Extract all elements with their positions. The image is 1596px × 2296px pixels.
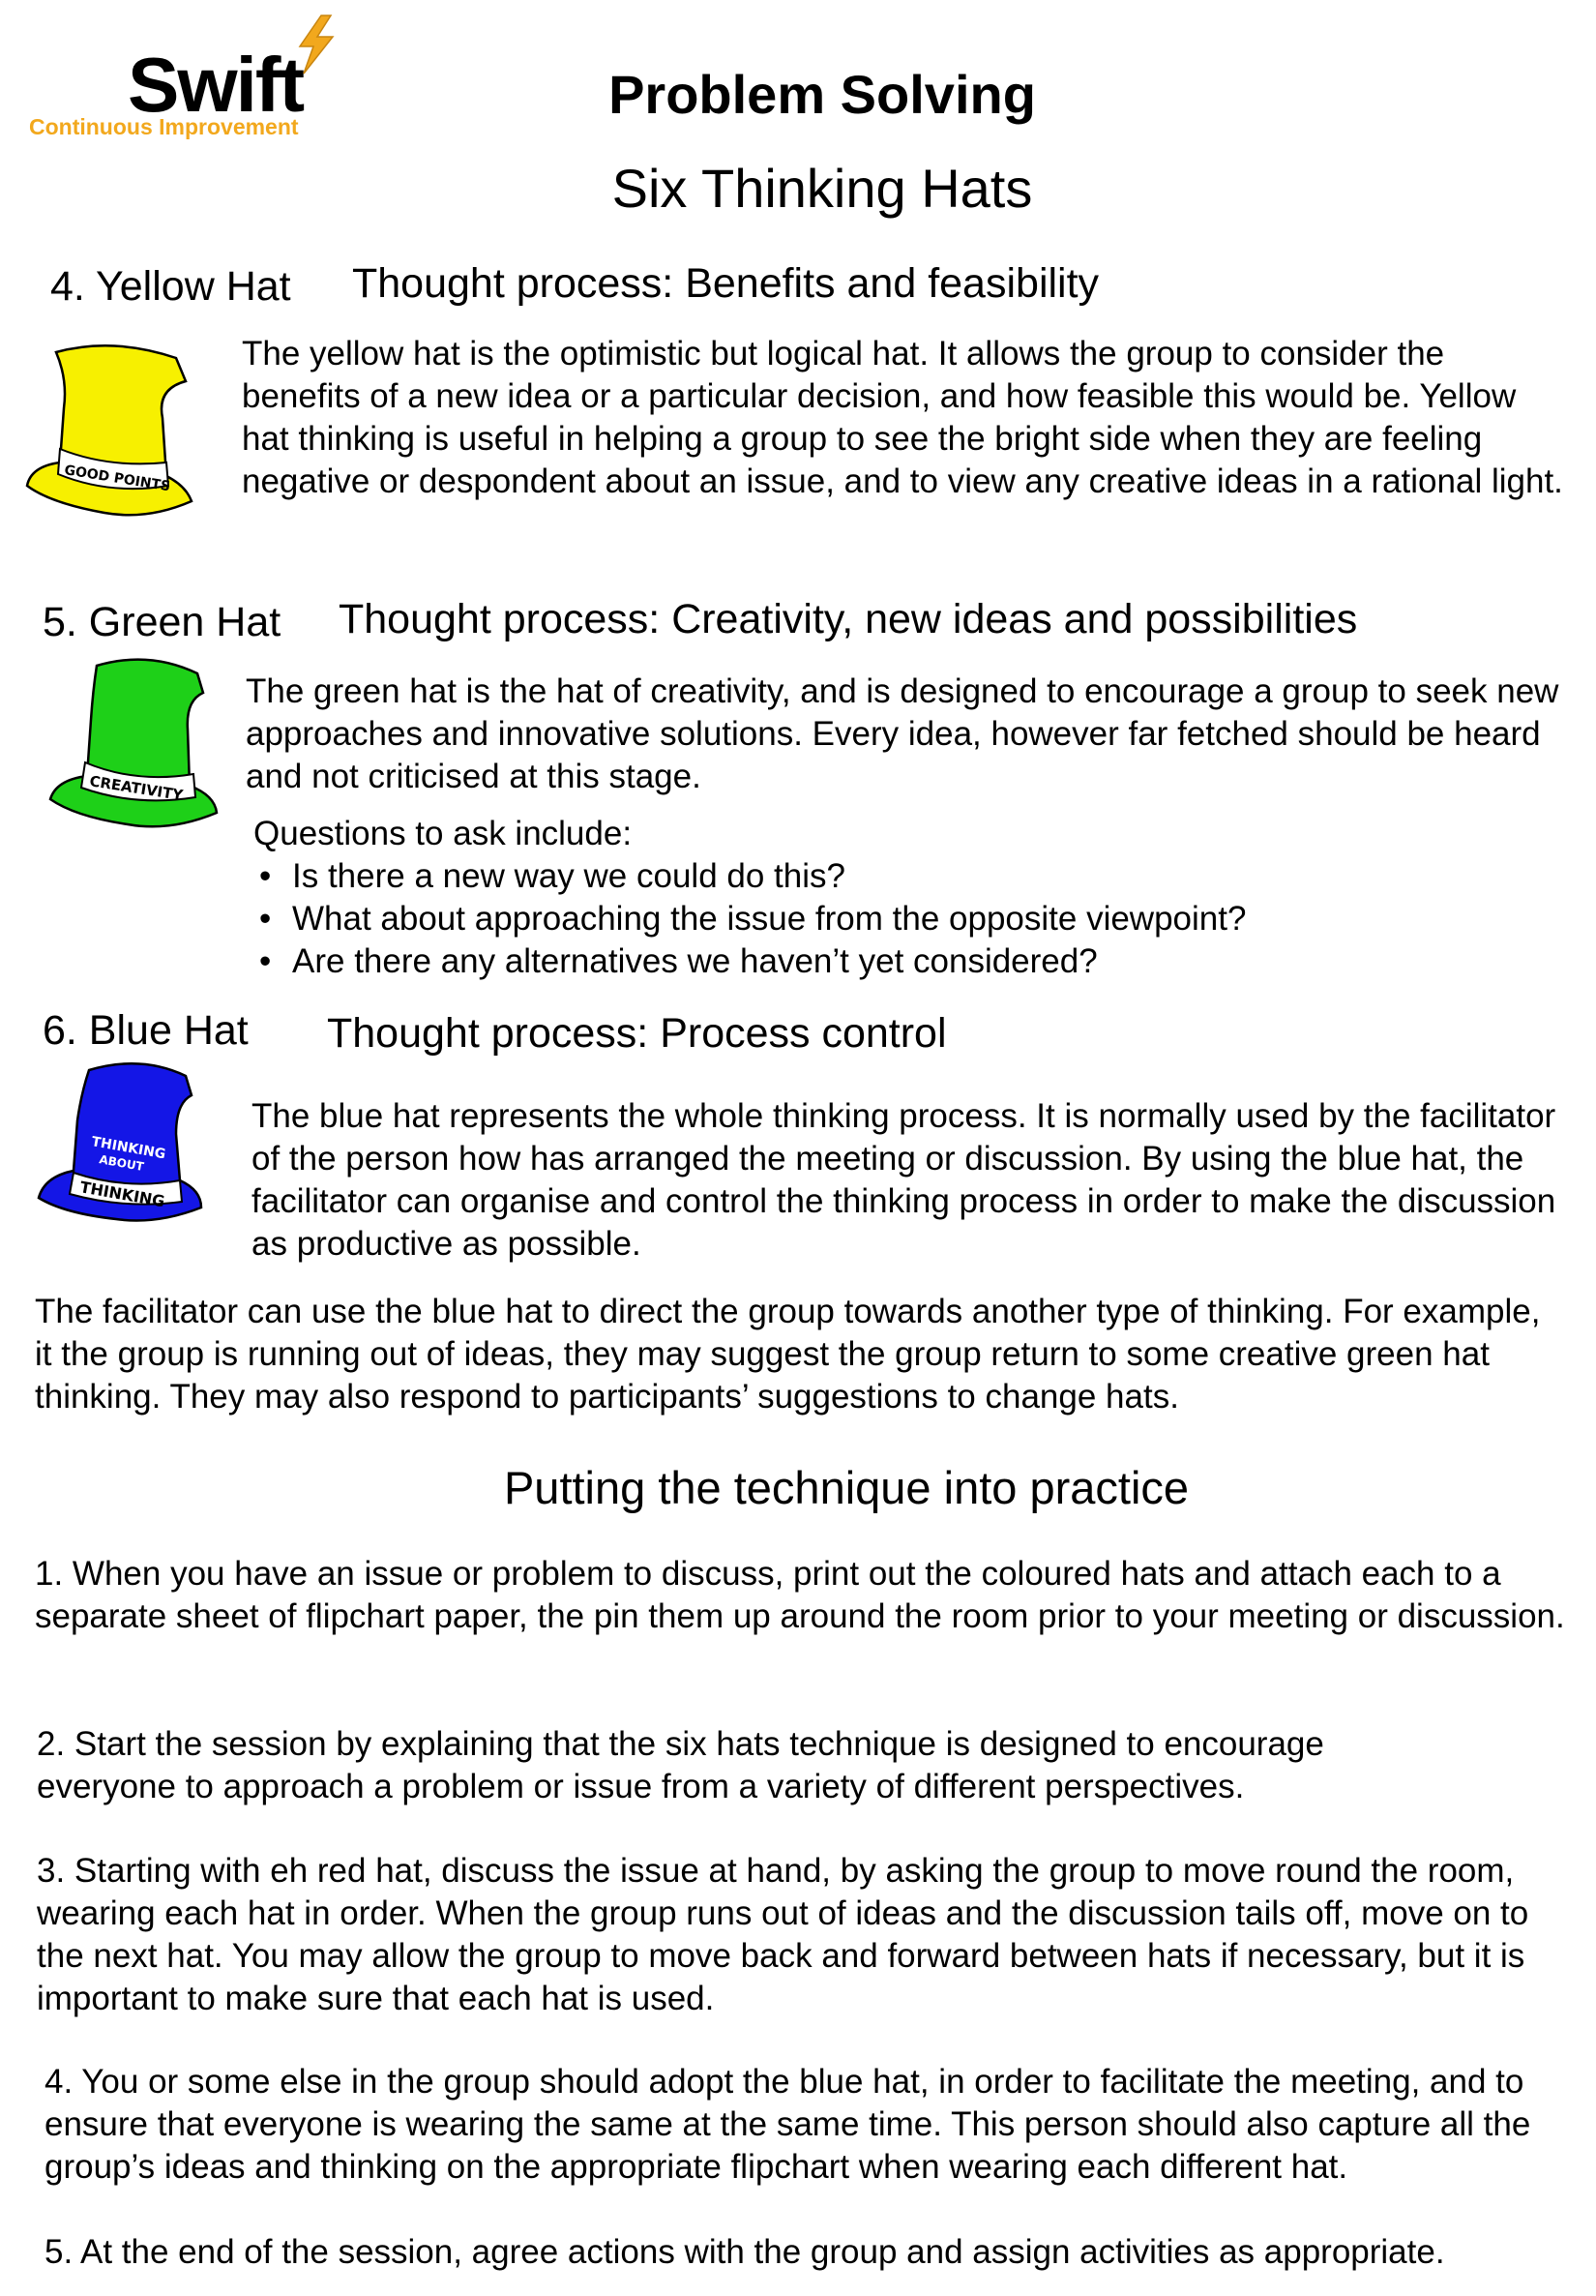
list-item: What about approaching the issue from th… [253, 898, 1569, 940]
green-hat-body: The green hat is the hat of creativity, … [246, 672, 1559, 795]
green-hat-questions: Questions to ask include: Is there a new… [253, 813, 1569, 983]
practice-step-4: 4. You or some else in the group should … [44, 2063, 1531, 2186]
practice-step-1: 1. When you have an issue or problem to … [35, 1555, 1565, 1635]
yellow-hat-icon: GOOD POINTS [25, 344, 193, 517]
page-title: Problem Solving [608, 64, 1036, 125]
green-hat-heading: 5. Green Hat [43, 599, 281, 645]
lightning-icon [298, 15, 335, 75]
questions-list: Is there a new way we could do this? Wha… [253, 855, 1569, 983]
yellow-hat-process: Thought process: Benefits and feasibilit… [352, 260, 1100, 307]
yellow-hat-heading: 4. Yellow Hat [50, 263, 291, 310]
blue-hat-icon: THINKING ABOUT THINKING [37, 1062, 203, 1222]
practice-step-3: 3. Starting with eh red hat, discuss the… [37, 1852, 1529, 2017]
page-subtitle: Six Thinking Hats [611, 158, 1033, 219]
green-hat-icon: CREATIVITY [48, 658, 219, 828]
swift-logo: Swift Continuous Improvement [21, 14, 335, 149]
practice-heading: Putting the technique into practice [503, 1462, 1190, 1513]
logo-wordmark: Swift [128, 42, 305, 128]
facilitator-note: The facilitator can use the blue hat to … [35, 1293, 1541, 1416]
list-item: Is there a new way we could do this? [253, 855, 1569, 898]
list-item: Are there any alternatives we haven’t ye… [253, 940, 1569, 983]
logo-tagline: Continuous Improvement [29, 114, 299, 139]
questions-intro: Questions to ask include: [253, 815, 633, 852]
blue-hat-process: Thought process: Process control [327, 1010, 947, 1057]
blue-hat-body: The blue hat represents the whole thinki… [251, 1097, 1556, 1263]
green-hat-process: Thought process: Creativity, new ideas a… [339, 596, 1358, 642]
practice-step-5: 5. At the end of the session, agree acti… [44, 2233, 1445, 2271]
blue-hat-heading: 6. Blue Hat [43, 1007, 249, 1054]
practice-step-2: 2. Start the session by explaining that … [37, 1725, 1324, 1805]
yellow-hat-body: The yellow hat is the optimistic but log… [242, 335, 1563, 500]
